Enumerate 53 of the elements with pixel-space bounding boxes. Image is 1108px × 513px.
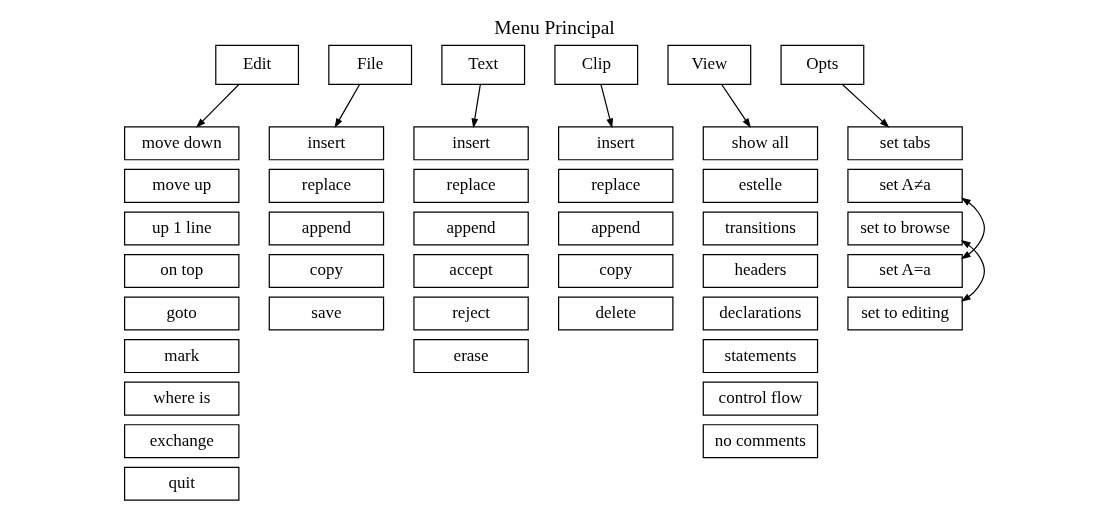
node-box: accept xyxy=(412,253,529,288)
node-box: View xyxy=(666,44,751,85)
node-box: Opts xyxy=(779,44,864,85)
node-box: reject xyxy=(412,296,529,331)
node-box: mark xyxy=(123,338,239,373)
node-box: exchange xyxy=(123,423,239,458)
node-box: goto xyxy=(123,296,239,331)
node-box: statements xyxy=(702,338,818,373)
node-box: estelle xyxy=(702,168,818,203)
node-box: replace xyxy=(268,168,384,203)
node-box: insert xyxy=(412,125,529,160)
node-box: set to browse xyxy=(846,210,963,245)
diagram-title: Menu Principal xyxy=(493,16,615,38)
node-box: where is xyxy=(123,381,239,416)
arrow xyxy=(599,83,613,128)
node-box: append xyxy=(268,210,384,245)
arrow xyxy=(470,83,481,128)
node-box: set tabs xyxy=(846,125,963,160)
node-box: replace xyxy=(557,168,673,203)
node-box: transitions xyxy=(702,210,818,245)
node-box: set A=a xyxy=(846,253,963,288)
node-box: copy xyxy=(268,253,384,288)
node-box: append xyxy=(412,210,529,245)
node-box: Text xyxy=(440,44,525,85)
node-box: up 1 line xyxy=(123,210,239,245)
node-box: erase xyxy=(412,338,529,373)
node-box: headers xyxy=(702,253,818,288)
node-box: save xyxy=(268,296,384,331)
arrow xyxy=(960,197,985,259)
node-box: insert xyxy=(557,125,673,160)
node-box: copy xyxy=(557,253,673,288)
node-box: insert xyxy=(268,125,384,160)
node-box: replace xyxy=(412,168,529,203)
node-box: set A≠a xyxy=(846,168,963,203)
node-box: append xyxy=(557,210,673,245)
node-box: Edit xyxy=(214,44,299,85)
arrow xyxy=(334,83,360,128)
node-box: quit xyxy=(123,466,239,501)
node-box: on top xyxy=(123,253,239,288)
node-box: Clip xyxy=(553,44,638,85)
arrow xyxy=(195,83,239,128)
node-box: control flow xyxy=(702,381,818,416)
arrow xyxy=(841,83,889,128)
node-box: File xyxy=(327,44,412,85)
node-box: show all xyxy=(702,125,818,160)
node-box: declarations xyxy=(702,296,818,331)
arrow xyxy=(720,83,751,128)
node-box: set to editing xyxy=(846,296,963,331)
node-box: no comments xyxy=(702,423,818,458)
arrow xyxy=(960,239,985,302)
node-box: move down xyxy=(123,125,239,160)
node-box: delete xyxy=(557,296,673,331)
node-box: move up xyxy=(123,168,239,203)
